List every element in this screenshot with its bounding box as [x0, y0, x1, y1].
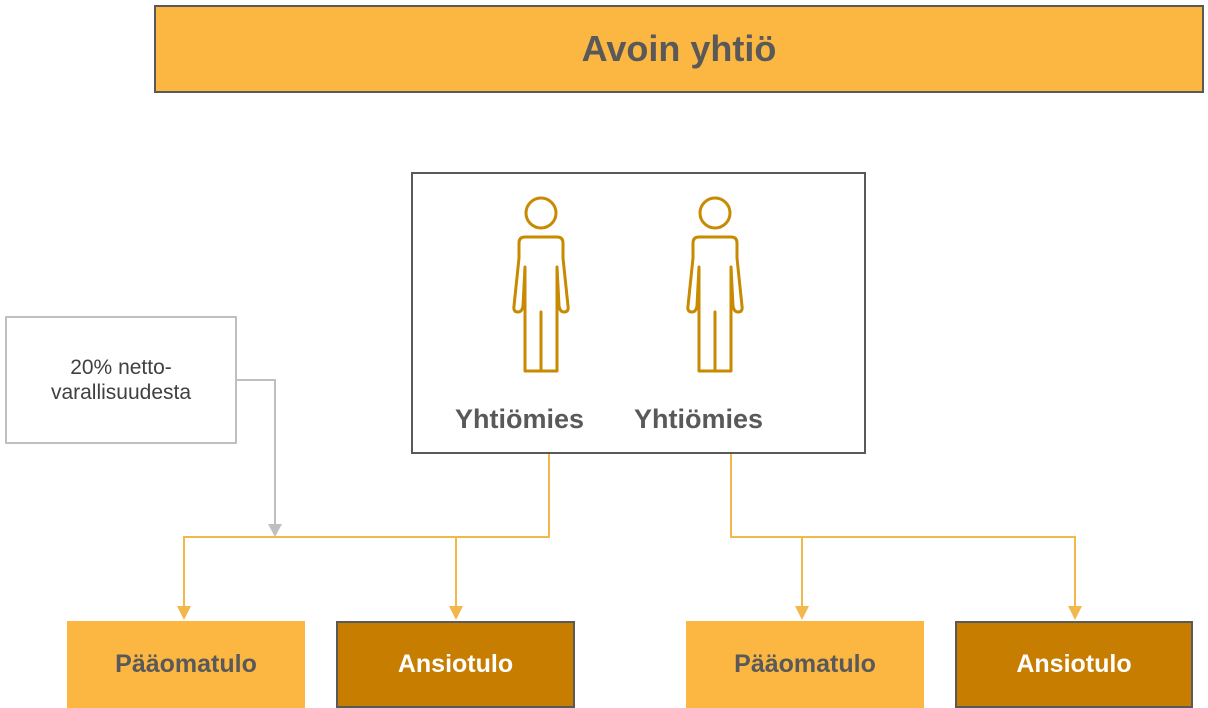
net-worth-note: 20% netto- varallisuudesta	[5, 316, 237, 444]
capital-income-box: Pääomatulo	[686, 621, 924, 708]
partners-box	[411, 172, 866, 454]
note-line-1: 20% netto-	[70, 355, 172, 379]
earned-income-box: Ansiotulo	[336, 621, 575, 708]
partner-label: Yhtiömies	[634, 404, 764, 434]
partner-label: Yhtiömies	[455, 404, 585, 434]
page-title: Avoin yhtiö	[154, 5, 1204, 93]
arrow-right-earned	[1068, 606, 1082, 620]
note-connector	[237, 379, 276, 525]
note-line-2: varallisuudesta	[50, 381, 192, 404]
person-icon	[686, 196, 744, 373]
capital-income-box: Pääomatulo	[67, 621, 305, 708]
person-icon	[512, 196, 570, 373]
earned-income-box: Ansiotulo	[955, 621, 1193, 708]
arrow-right-capital	[795, 606, 809, 620]
arrow-left-capital	[177, 606, 191, 620]
arrow-left-earned	[449, 606, 463, 620]
right-partner-connector	[730, 454, 1076, 608]
left-partner-connector	[183, 454, 550, 608]
note-arrowhead	[268, 524, 282, 537]
